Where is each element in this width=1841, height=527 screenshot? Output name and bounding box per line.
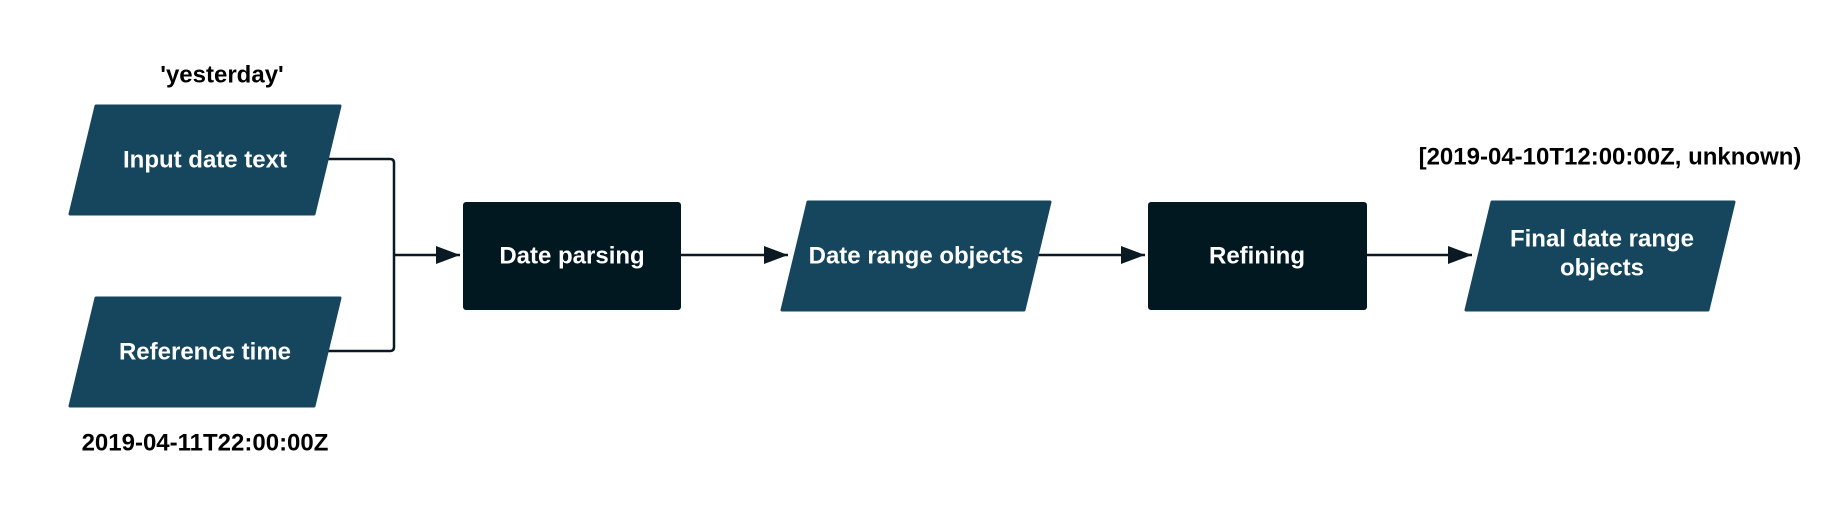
input-example-annotation: 'yesterday' xyxy=(160,62,284,89)
date-parsing-label: Date parsing xyxy=(499,243,644,270)
node-input-date-text: Input date text xyxy=(68,104,342,216)
connectors xyxy=(327,157,1472,353)
date-range-objects-label: Date range objects xyxy=(809,243,1024,270)
arrowhead-date-range xyxy=(764,246,788,264)
date-parsing-shape xyxy=(463,202,681,310)
output-example-annotation: [2019-04-10T12:00:00Z, unknown) xyxy=(1419,144,1802,171)
node-date-parsing: Date parsing xyxy=(463,202,681,310)
node-date-range-objects: Date range objects xyxy=(780,200,1052,312)
node-reference-time: Reference time xyxy=(68,296,342,408)
arrowhead-refining xyxy=(1121,246,1145,264)
final-date-range-objects-label-line2: objects xyxy=(1560,255,1644,282)
final-date-range-objects-shape xyxy=(1464,200,1736,312)
date-range-objects-shape xyxy=(780,200,1052,312)
refining-label: Refining xyxy=(1209,243,1305,270)
final-date-range-objects-label-line1: Final date range xyxy=(1510,226,1694,253)
node-final-date-range-objects: Final date range objects xyxy=(1464,200,1736,312)
edge-reference-to-merge xyxy=(327,255,396,353)
edge-input-to-merge xyxy=(327,157,396,255)
reference-time-shape xyxy=(68,296,342,408)
reference-time-label: Reference time xyxy=(119,339,291,366)
arrowhead-final xyxy=(1448,246,1472,264)
input-date-text-shape xyxy=(68,104,342,216)
refining-shape xyxy=(1148,202,1367,310)
arrowhead-date-parsing xyxy=(436,246,460,264)
reference-example-annotation: 2019-04-11T22:00:00Z xyxy=(82,430,329,457)
input-date-text-label: Input date text xyxy=(123,147,287,174)
node-refining: Refining xyxy=(1148,202,1367,310)
